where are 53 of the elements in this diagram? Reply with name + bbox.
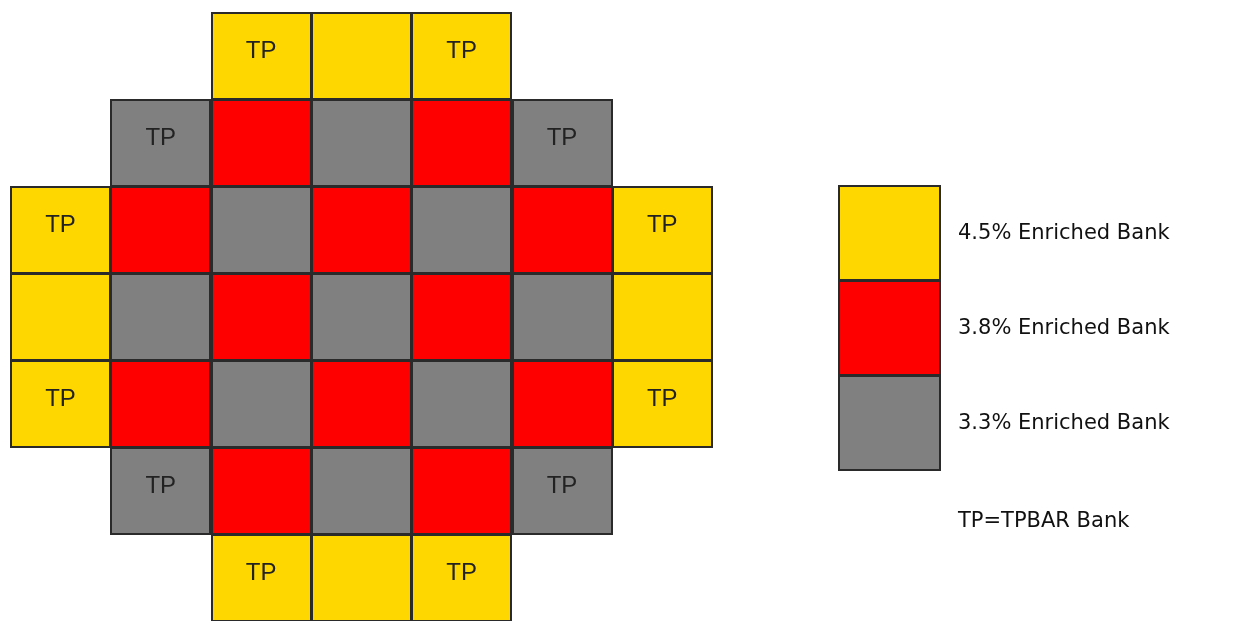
cell-label: TP: [646, 386, 678, 410]
cell-label: TP: [646, 212, 678, 236]
note-text: TP=TPBAR Bank: [958, 510, 1130, 531]
fuel-assembly-cell: [310, 534, 412, 621]
cell-label: TP: [546, 473, 578, 497]
fuel-assembly-cell: [310, 99, 412, 187]
fuel-assembly-cell: [10, 273, 111, 361]
fuel-assembly-cell: [210, 186, 312, 274]
fuel-assembly-cell: [10, 186, 111, 274]
cell-label: TP: [45, 386, 76, 410]
fuel-assembly-cell: [411, 447, 513, 535]
fuel-assembly-cell: [310, 273, 412, 361]
cell-label: TP: [546, 125, 578, 149]
legend-label: 4.5% Enriched Bank: [958, 222, 1170, 243]
fuel-assembly-cell: [511, 447, 613, 535]
fuel-assembly-cell: [511, 360, 613, 448]
fuel-assembly-cell: [411, 12, 513, 100]
fuel-assembly-cell: [511, 99, 613, 187]
fuel-assembly-cell: [210, 99, 312, 187]
cell-label: TP: [45, 212, 76, 236]
fuel-assembly-cell: [411, 186, 513, 274]
cell-label: TP: [245, 560, 277, 584]
fuel-assembly-cell: [411, 360, 513, 448]
fuel-assembly-cell: [110, 360, 212, 448]
fuel-assembly-cell: [511, 186, 613, 274]
fuel-assembly-cell: [310, 186, 412, 274]
fuel-assembly-cell: [210, 273, 312, 361]
fuel-assembly-cell: [411, 534, 513, 621]
cell-label: TP: [446, 38, 477, 62]
fuel-assembly-cell: [110, 447, 212, 535]
legend-label: 3.8% Enriched Bank: [958, 317, 1170, 338]
fuel-assembly-cell: [210, 360, 312, 448]
fuel-assembly-cell: [611, 186, 713, 274]
fuel-assembly-cell: [310, 447, 412, 535]
cell-label: TP: [145, 125, 177, 149]
fuel-assembly-cell: [511, 273, 613, 361]
fuel-assembly-cell: [310, 360, 412, 448]
fuel-assembly-cell: [110, 99, 212, 187]
cell-label: TP: [446, 560, 477, 584]
fuel-assembly-cell: [210, 447, 312, 535]
fuel-assembly-cell: [611, 273, 713, 361]
fuel-assembly-cell: [310, 12, 412, 100]
fuel-assembly-cell: [411, 273, 513, 361]
fuel-assembly-cell: [110, 186, 212, 274]
legend-label: 3.3% Enriched Bank: [958, 412, 1170, 433]
fuel-assembly-cell: [110, 273, 212, 361]
cell-label: TP: [145, 473, 177, 497]
cell-label: TP: [245, 38, 277, 62]
fuel-assembly-cell: [611, 360, 713, 448]
fuel-assembly-cell: [210, 534, 312, 621]
fuel-assembly-cell: [10, 360, 111, 448]
fuel-assembly-cell: [210, 12, 312, 100]
fuel-assembly-cell: [411, 99, 513, 187]
